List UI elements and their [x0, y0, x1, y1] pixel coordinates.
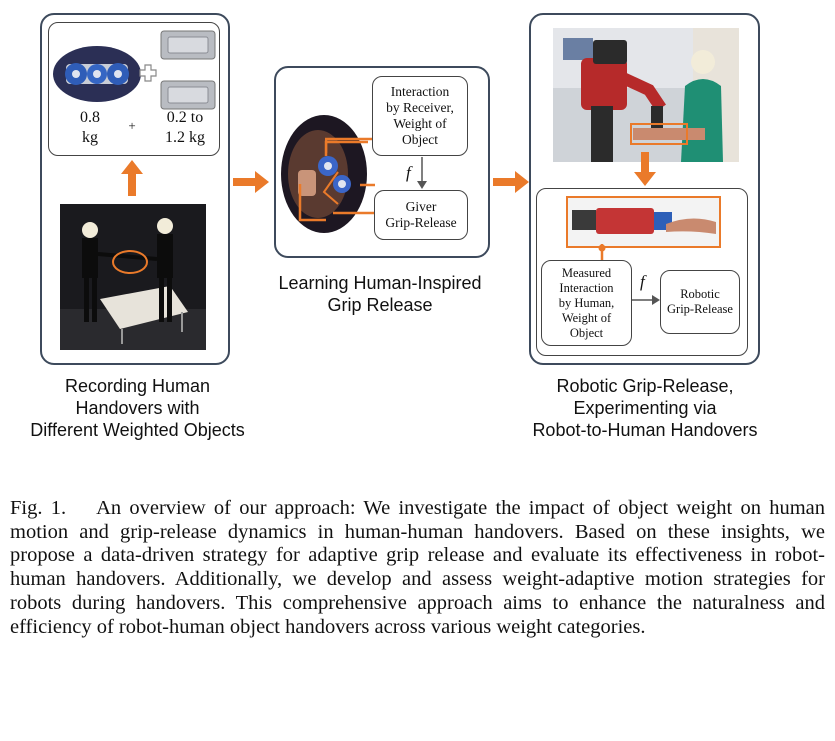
learning-caption: Learning Human-Inspired Grip Release: [278, 273, 482, 315]
figure-caption-text: An overview of our approach: We investig…: [10, 497, 825, 638]
measured-interaction-box: Measured Interaction by Human, Weight of…: [541, 260, 632, 346]
instrumented-object-image: [53, 46, 141, 102]
middle-connectors: [325, 137, 375, 215]
right-arrow-2: [493, 171, 529, 193]
robot-gripper-closeup-image: [566, 196, 721, 248]
right-arrow-1: [233, 171, 269, 193]
robot-handover-image: [553, 28, 739, 162]
figure-label: Fig. 1.: [10, 497, 67, 519]
giver-grip-release-box: Giver Grip-Release: [374, 190, 468, 240]
weight-plate-image: [160, 80, 216, 110]
figure-caption: Fig. 1.An overview of our approach: We i…: [10, 497, 825, 639]
up-arrow: [121, 160, 143, 196]
down-arrow-middle: [417, 157, 427, 189]
grip-closeup-image: [281, 115, 368, 233]
function-symbol-right: f: [640, 272, 645, 291]
weight-label-plates: 0.2 to 1.2 kg: [165, 109, 205, 146]
weight-plate-image: [160, 30, 216, 60]
right-connector: [598, 244, 606, 260]
motion-capture-image: [60, 204, 206, 350]
plus-icon: [139, 64, 157, 82]
right-function-arrow: [632, 295, 660, 305]
function-symbol: f: [406, 163, 411, 182]
robotic-caption: Robotic Grip-Release, Experimenting via …: [532, 376, 758, 440]
robotic-grip-release-box: Robotic Grip-Release: [660, 270, 740, 334]
down-arrow-right: [634, 152, 656, 186]
receiver-interaction-box: Interaction by Receiver, Weight of Objec…: [372, 76, 468, 156]
weight-label-object: 0.8 kg: [80, 109, 100, 146]
recording-caption: Recording Human Handovers with Different…: [30, 376, 245, 440]
plus-sign: +: [128, 118, 136, 133]
